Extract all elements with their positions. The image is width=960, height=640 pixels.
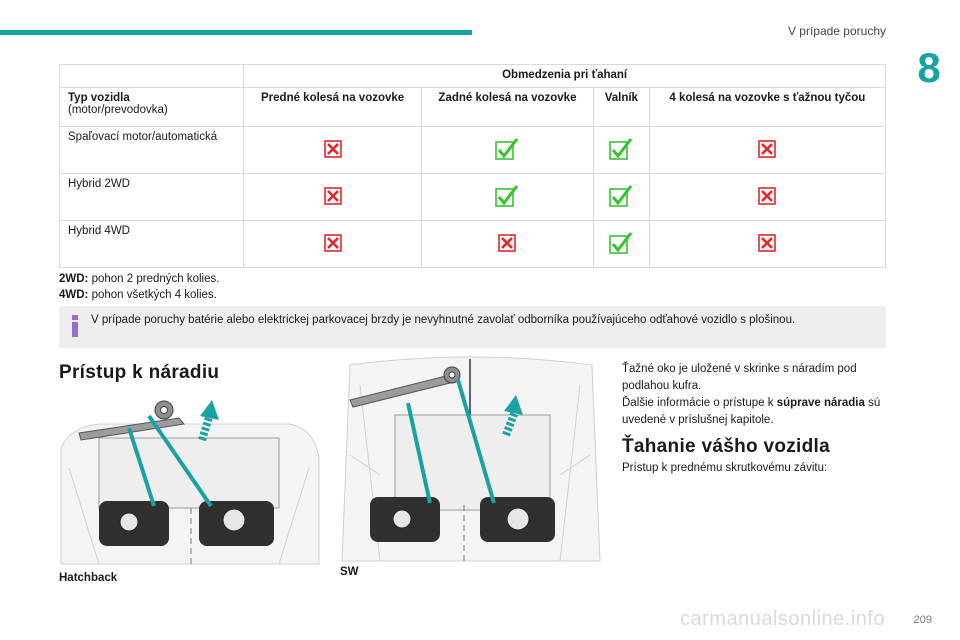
info-box: V prípade poruchy batérie alebo elektric… bbox=[59, 306, 886, 348]
note-2wd: 2WD: pohon 2 predných kolies. bbox=[59, 273, 220, 285]
mark-cell bbox=[592, 220, 650, 268]
tool-storage-paragraph: Ťažné oko je uložené v skrinke s náradím… bbox=[622, 361, 892, 429]
row-label: Spaľovací motor/automatická bbox=[58, 126, 245, 174]
vehicle-type-title: Typ vozidla bbox=[68, 92, 130, 104]
watermark: carmanualsonline.info bbox=[680, 608, 886, 630]
paragraph-2: Ďalšie informácie o prístupe k súprave n… bbox=[622, 397, 881, 426]
table-row: Spaľovací motor/automatická bbox=[58, 126, 887, 174]
caption-hatchback: Hatchback bbox=[59, 572, 118, 584]
table-header: 4 kolesá na vozovke s ťažnou tyčou bbox=[648, 87, 887, 127]
table-empty-cell bbox=[58, 64, 245, 88]
check-icon bbox=[609, 231, 633, 254]
vehicle-type-subtitle: (motor/prevodovka) bbox=[68, 104, 168, 116]
mark-cell bbox=[420, 220, 594, 268]
info-text: V prípade poruchy batérie alebo elektric… bbox=[91, 314, 796, 326]
mark-cell bbox=[243, 126, 422, 174]
table-header: Predné kolesá na vozovke bbox=[243, 87, 422, 127]
towing-text: Prístup k prednému skrutkovému závitu: bbox=[622, 462, 828, 474]
header-accent-bar bbox=[0, 30, 472, 35]
cross-icon bbox=[498, 233, 517, 252]
mark-cell bbox=[420, 126, 594, 174]
note-4wd: 4WD: pohon všetkých 4 kolies. bbox=[59, 289, 217, 301]
mark-cell bbox=[648, 126, 887, 174]
page-number: 209 bbox=[913, 614, 932, 626]
check-icon bbox=[495, 137, 519, 160]
row-label: Hybrid 2WD bbox=[58, 173, 245, 221]
paragraph-1: Ťažné oko je uložené v skrinke s náradím… bbox=[622, 363, 857, 392]
mark-cell bbox=[592, 126, 650, 174]
mark-cell bbox=[420, 173, 594, 221]
row-label: Hybrid 4WD bbox=[58, 220, 245, 268]
towing-limits-table: Obmedzenia pri ťahaní Typ vozidla (motor… bbox=[58, 64, 887, 268]
caption-sw: SW bbox=[340, 566, 359, 578]
check-icon bbox=[495, 184, 519, 207]
table-caption: Obmedzenia pri ťahaní bbox=[243, 64, 886, 88]
chapter-number: 8 bbox=[917, 44, 941, 91]
mark-cell bbox=[243, 220, 422, 268]
section-heading-tools: Prístup k náradiu bbox=[59, 362, 220, 383]
table-header-vehicle-type: Typ vozidla (motor/prevodovka) bbox=[58, 87, 245, 127]
cross-icon bbox=[323, 233, 342, 252]
cross-icon bbox=[758, 186, 777, 205]
mark-cell bbox=[243, 173, 422, 221]
table-row: Hybrid 2WD bbox=[58, 173, 887, 221]
table-header: Valník bbox=[592, 87, 650, 127]
cross-icon bbox=[758, 233, 777, 252]
section-heading-towing: Ťahanie vášho vozidla bbox=[622, 436, 830, 457]
cross-icon bbox=[323, 186, 342, 205]
header-title: V prípade poruchy bbox=[787, 24, 886, 38]
info-icon bbox=[72, 315, 78, 337]
mark-cell bbox=[648, 220, 887, 268]
check-icon bbox=[609, 137, 633, 160]
hatchback-trunk-illustration bbox=[60, 400, 320, 565]
cross-icon bbox=[323, 139, 342, 158]
sw-trunk-illustration bbox=[341, 356, 601, 562]
cross-icon bbox=[758, 139, 777, 158]
table-header: Zadné kolesá na vozovke bbox=[420, 87, 594, 127]
check-icon bbox=[609, 184, 633, 207]
mark-cell bbox=[592, 173, 650, 221]
table-row: Hybrid 4WD bbox=[58, 220, 887, 268]
mark-cell bbox=[648, 173, 887, 221]
abbreviation-notes: 2WD: pohon 2 predných kolies. 4WD: pohon… bbox=[59, 271, 219, 303]
